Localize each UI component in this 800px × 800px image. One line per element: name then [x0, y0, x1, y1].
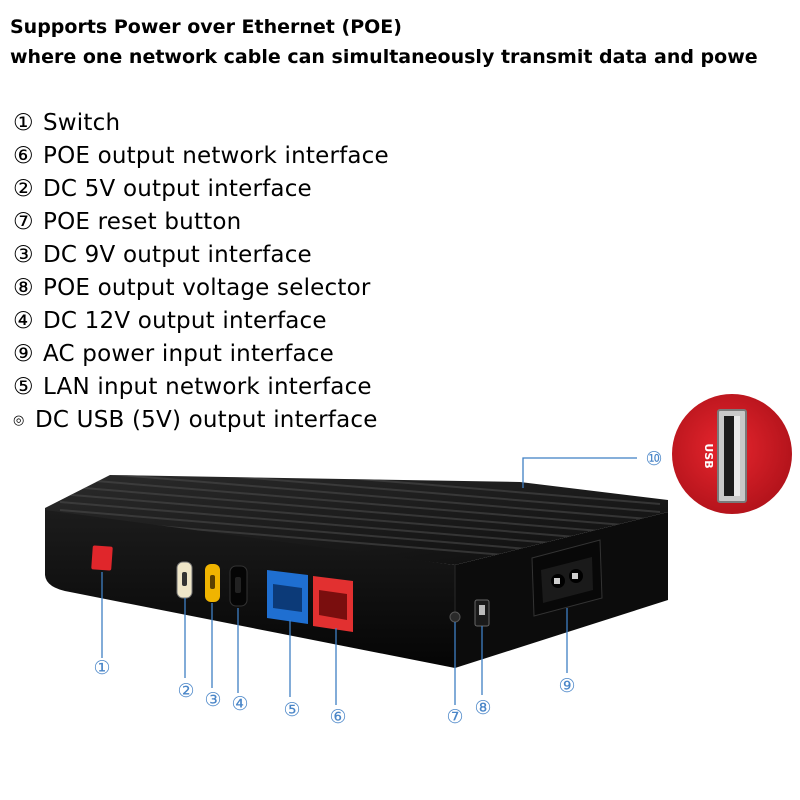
callout-9: ⑨: [558, 675, 575, 697]
callout-2: ②: [177, 680, 194, 702]
feature-marker: ⑤: [13, 374, 34, 400]
feature-label: POE reset button: [43, 209, 242, 235]
feature-marker: ③: [13, 242, 34, 268]
feature-item: ① Switch: [13, 107, 389, 140]
feature-item: ④ DC 12V output interface: [13, 305, 389, 338]
feature-label: DC 12V output interface: [43, 308, 327, 334]
feature-item: ⑨ AC power input interface: [13, 338, 389, 371]
callout-8: ⑧: [474, 697, 491, 719]
callout-lines: [101, 457, 637, 705]
callout-1: ①: [93, 657, 110, 679]
feature-label: DC USB (5V) output interface: [35, 407, 378, 433]
feature-label: Switch: [43, 110, 121, 136]
callout-4: ④: [231, 693, 248, 715]
usb-label: USB: [702, 443, 715, 468]
feature-item: ⑧ POE output voltage selector: [13, 272, 389, 305]
feature-marker: ①: [13, 110, 34, 136]
feature-item: ⑦ POE reset button: [13, 206, 389, 239]
headline-line-2: where one network cable can simultaneous…: [10, 46, 758, 68]
callout-10: ⑩: [645, 448, 662, 470]
feature-marker: ④: [13, 308, 34, 334]
callout-3: ③: [204, 689, 221, 711]
feature-item: ⑥ POE output network interface: [13, 140, 389, 173]
callout-5: ⑤: [283, 699, 300, 721]
feature-label: LAN input network interface: [43, 374, 372, 400]
feature-item: ② DC 5V output interface: [13, 173, 389, 206]
feature-marker: ⑨: [13, 341, 34, 367]
feature-item: ◎ DC USB (5V) output interface: [13, 404, 389, 437]
usb-badge: USB: [672, 394, 792, 514]
feature-label: DC 5V output interface: [43, 176, 312, 202]
feature-label: POE output network interface: [43, 143, 389, 169]
feature-marker: ②: [13, 176, 34, 202]
callout-6: ⑥: [329, 706, 346, 728]
feature-marker: ⑦: [13, 209, 34, 235]
feature-marker: ◎: [13, 413, 25, 428]
feature-item: ⑤ LAN input network interface: [13, 371, 389, 404]
feature-item: ③ DC 9V output interface: [13, 239, 389, 272]
feature-label: AC power input interface: [43, 341, 334, 367]
feature-marker: ⑧: [13, 275, 34, 301]
feature-label: DC 9V output interface: [43, 242, 312, 268]
power-switch: [91, 545, 113, 571]
callout-7: ⑦: [446, 706, 463, 728]
reset-button: [449, 611, 461, 623]
headline-line-1: Supports Power over Ethernet (POE): [10, 16, 402, 38]
feature-marker: ⑥: [13, 143, 34, 169]
feature-label: POE output voltage selector: [43, 275, 371, 301]
